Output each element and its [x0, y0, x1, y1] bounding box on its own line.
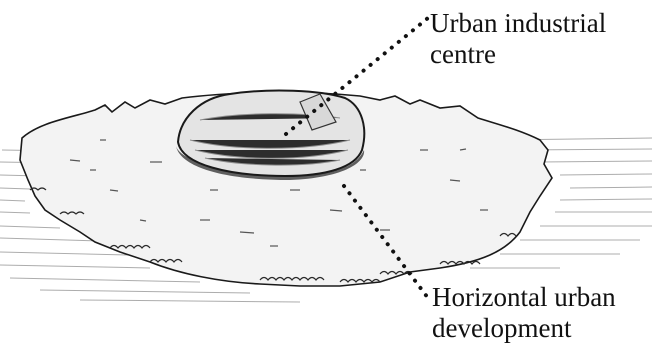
label-urban-industrial-centre: Urban industrial centre [430, 8, 606, 70]
label-horizontal-urban-development: Horizontal urban development [432, 282, 616, 344]
label-urban-centre-line2: centre [430, 39, 606, 70]
label-horizontal-line1: Horizontal urban [432, 282, 616, 313]
label-urban-centre-line1: Urban industrial [430, 8, 606, 39]
label-horizontal-line2: development [432, 313, 616, 344]
